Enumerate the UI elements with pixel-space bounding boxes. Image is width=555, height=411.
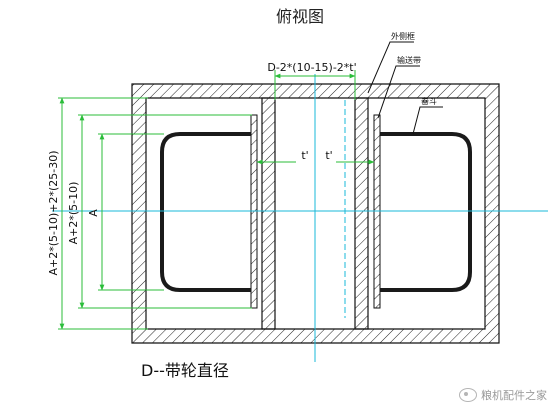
bucket-height-label: A [87,209,100,217]
conveyor-belt-callout: 输送带 [397,55,421,65]
bucket-leader [412,106,443,135]
watermark-text: 粮机配件之家 [481,389,547,402]
left-divider-wall [261,97,276,330]
outer-height-label: A+2*(5-10)+2*(25-30) [47,150,60,275]
watermark: 粮机配件之家 [459,387,547,403]
bucket-callout: 畚斗 [421,96,437,106]
right-divider-wall [354,97,369,330]
inner-height-label: A+2*(5-10) [67,182,80,245]
outer-casing-leader [367,41,414,94]
outer-casing-callout: 外侧框 [391,31,415,41]
diameter-note: D--带轮直径 [141,361,229,380]
leaders [367,41,443,135]
view-title: 俯视图 [276,7,324,26]
top-clearance-label: D-2*(10-15)-2*t' [267,61,356,74]
t-right-label: t' [325,149,332,162]
right-bucket [380,132,472,292]
conveyor-belt-leader [377,65,420,119]
t-left-label: t' [301,149,308,162]
buckets [160,132,472,292]
dimensions [58,70,375,330]
left-bucket [160,132,251,292]
wechat-icon [459,388,477,402]
centerlines [52,74,548,362]
